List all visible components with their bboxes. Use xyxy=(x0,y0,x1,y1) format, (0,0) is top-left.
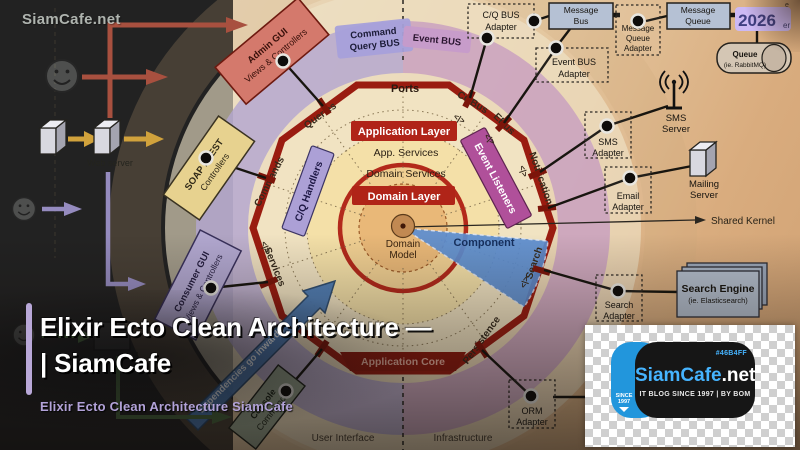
svg-text:SMS: SMS xyxy=(598,137,618,147)
zone-user-interface-label: User Interface xyxy=(312,433,375,444)
user-smiley-icon xyxy=(45,59,79,93)
application-core-banner: Application Core xyxy=(340,352,466,371)
svg-text:Queue: Queue xyxy=(733,50,758,59)
svg-text:Bus: Bus xyxy=(574,16,589,26)
mailing-server: Mailing Server xyxy=(689,141,719,201)
svg-text:Server: Server xyxy=(690,190,718,201)
svg-text:e: e xyxy=(785,2,789,9)
logo-since-line1: SINCE xyxy=(615,393,633,399)
message-queue-box: Message Queue xyxy=(666,2,731,30)
domain-services-label: Domain Services xyxy=(366,168,445,180)
svg-text:Mailing: Mailing xyxy=(689,179,719,190)
svg-text:Message: Message xyxy=(564,5,599,15)
logo-since-line2: 1997 xyxy=(617,399,631,405)
domain-model-line2: Model xyxy=(389,250,416,261)
ports-label: Ports xyxy=(391,83,419,95)
logo-tagline: IT BLOG SINCE 1997 | BY BOM xyxy=(639,391,751,398)
svg-text:Adapter: Adapter xyxy=(516,417,548,427)
purple-arrow-icon xyxy=(64,202,82,216)
svg-text:Email: Email xyxy=(617,191,640,201)
queue-cylinder: Queue (ie. RabbitMQ) xyxy=(716,42,792,74)
application-core-label: Application Core xyxy=(361,356,445,368)
svg-text:Search Engine: Search Engine xyxy=(682,283,755,295)
web-server-cube-icon xyxy=(93,119,121,155)
search-engine-docs: Search Engine (ie. Elasticsearch) xyxy=(676,262,768,318)
logo-since-ribbon: SINCE 1997 xyxy=(611,393,637,412)
domain-layer-label: Domain Layer xyxy=(368,191,441,203)
client-cube-icon xyxy=(39,119,67,155)
message-queue-adapter: Message Queue Adapter xyxy=(615,4,661,56)
svg-text:Adapter: Adapter xyxy=(624,44,652,53)
user-smiley-icon xyxy=(11,196,37,222)
svg-text:C/Q BUS: C/Q BUS xyxy=(482,10,519,20)
logo-brand-name: SiamCafe xyxy=(635,365,722,386)
logo-hex-code: #46B4FF xyxy=(715,350,747,357)
siamcafe-logo-badge: #46B4FF SiamCafe.net IT BLOG SINCE 1997 … xyxy=(585,325,795,447)
year-sticker: 2026 er e xyxy=(735,2,791,31)
svg-text:Queue: Queue xyxy=(626,34,651,43)
svg-text:(ie. Elasticsearch): (ie. Elasticsearch) xyxy=(688,296,748,305)
since-chevron-icon xyxy=(619,407,629,412)
svg-text:Adapter: Adapter xyxy=(592,148,624,158)
app-services-label: App. Services xyxy=(374,147,439,159)
title-accent-bar xyxy=(26,303,32,395)
message-bus-box: Message Bus xyxy=(548,2,614,30)
svg-text:Server: Server xyxy=(662,124,690,135)
video-subtitle: Elixir Ecto Clean Architecture SiamCafe xyxy=(40,399,293,414)
svg-text:Message: Message xyxy=(681,5,716,15)
svg-text:2026: 2026 xyxy=(738,11,776,30)
logo-brand-suffix: .net xyxy=(721,365,756,386)
svg-text:(ie. RabbitMQ): (ie. RabbitMQ) xyxy=(724,62,766,69)
svg-text:Search: Search xyxy=(605,300,634,310)
video-title-line2: | SiamCafe xyxy=(40,348,171,378)
domain-layer-banner: Domain Layer xyxy=(352,186,455,205)
logo-black-card xyxy=(635,342,755,418)
svg-text:er: er xyxy=(783,21,790,30)
zone-infrastructure-label: Infrastructure xyxy=(434,433,493,444)
application-layer-banner: Application Layer xyxy=(351,121,457,141)
watermark: SiamCafe.net xyxy=(22,11,121,28)
core-dot xyxy=(400,223,406,229)
svg-text:Adapter: Adapter xyxy=(612,202,644,212)
svg-text:Adapter: Adapter xyxy=(485,22,517,32)
svg-text:Event BUS: Event BUS xyxy=(552,57,596,67)
component-label: Component xyxy=(453,237,514,249)
shared-kernel-arrow-icon xyxy=(695,216,706,224)
event-bus-adapter: Event BUS Adapter xyxy=(535,47,609,83)
cq-bus-adapter: C/Q BUS Adapter xyxy=(467,3,535,39)
svg-text:Queue: Queue xyxy=(685,16,711,26)
svg-text:SMS: SMS xyxy=(666,113,687,124)
logo-brand: SiamCafe.net xyxy=(635,365,755,387)
web-server-label: Web server xyxy=(87,158,133,168)
shared-kernel-label: Shared Kernel xyxy=(711,216,775,227)
application-layer-label: Application Layer xyxy=(358,126,451,138)
domain-model-line1: Domain xyxy=(386,239,420,250)
server-cube-icon xyxy=(689,141,717,177)
svg-text:Adapter: Adapter xyxy=(603,311,635,321)
svg-text:ORM: ORM xyxy=(522,406,543,416)
orm-adapter: ORM Adapter xyxy=(508,379,556,429)
svg-text:Adapter: Adapter xyxy=(558,69,590,79)
video-title-line1: Elixir Ecto Clean Architecture — xyxy=(40,312,432,342)
